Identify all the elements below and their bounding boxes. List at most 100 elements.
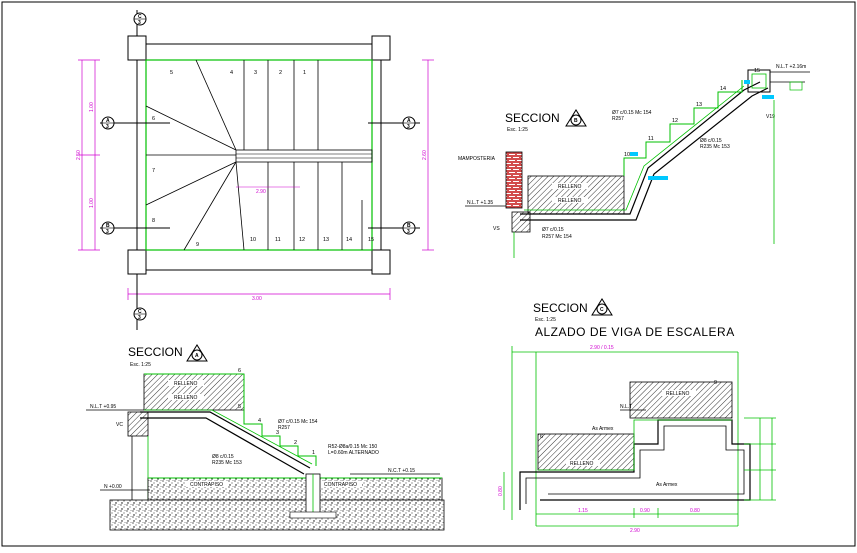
step-number: 11	[275, 237, 281, 243]
stair-slab	[520, 81, 761, 215]
base-beam	[127, 411, 149, 437]
step-number: 11	[648, 136, 654, 142]
central-rail	[235, 149, 373, 163]
dimension-label: 3.00	[252, 296, 262, 302]
step-number: 13	[696, 102, 702, 108]
level-label: N.L.T +1.35	[467, 200, 493, 206]
scale-label: Esc. 1:25	[130, 362, 151, 368]
rebar-label: L=0.60m ALTERNADO	[328, 450, 379, 456]
dimension-label: 0.90	[640, 508, 650, 514]
dimension-label: 2.50	[76, 150, 82, 160]
level-label: N +0.00	[104, 484, 122, 490]
level-label: N.L.T +0.95	[90, 404, 116, 410]
svg-text:B: B	[106, 223, 110, 229]
svg-text:C: C	[138, 14, 142, 20]
column	[371, 35, 391, 61]
fill-label: RELLENO	[570, 461, 593, 467]
fill-block	[527, 175, 625, 215]
section-title: SECCION	[533, 301, 588, 315]
rebar-label: Ø7 c/0.15 Mc 154	[278, 419, 318, 425]
dimension-label: 0.80	[498, 486, 504, 496]
masonry-wall	[505, 151, 523, 209]
rebar-label: R257	[612, 116, 624, 122]
section-b: SECCION B Esc. 1:25 MAMPOSTERIA RELLENO …	[458, 64, 810, 258]
beam-label: VC	[116, 422, 123, 428]
dimension-label: 2.90 / 0.15	[590, 345, 614, 351]
svg-text:C: C	[138, 309, 142, 315]
stair-slab	[140, 411, 311, 469]
drawing-subtitle: ALZADO DE VIGA DE ESCALERA	[535, 325, 735, 339]
beam-label: VS	[493, 226, 500, 232]
section-title: SECCION	[128, 345, 183, 359]
level-label: N.C.T +0.15	[388, 468, 415, 474]
section-marker-icon: B 3	[101, 221, 115, 235]
dimension-label: 1.00	[89, 198, 95, 208]
step-number: 3	[276, 430, 279, 436]
rebar-label: R257 Mc 154	[542, 234, 572, 240]
section-marker-icon: C 3	[133, 12, 147, 26]
scale-label: Esc. 1:25	[535, 317, 556, 323]
svg-text:B: B	[574, 118, 578, 124]
beam-label: V19	[766, 114, 775, 120]
step-number: 4	[230, 70, 233, 76]
rebar-label: Ø8 c/0.15	[700, 138, 722, 144]
svg-text:3: 3	[106, 229, 109, 235]
column	[127, 249, 147, 275]
step-number: 8	[152, 218, 155, 224]
section-marker-icon: A 3	[402, 116, 416, 130]
section-marker-icon: C	[591, 298, 613, 316]
rebar-label: Ø7 c/0.15	[542, 227, 564, 233]
step-number: 10	[250, 237, 256, 243]
section-title: SECCION	[505, 111, 560, 125]
rebar-label: R52-Ø8a/0.15 Mc 150	[328, 444, 377, 450]
section-marker-icon: C 3	[133, 307, 147, 321]
step-number: 10	[624, 152, 630, 158]
svg-text:3: 3	[407, 124, 410, 130]
fill-label: RELLENO	[666, 391, 689, 397]
step-number: 12	[299, 237, 305, 243]
svg-text:3: 3	[138, 315, 141, 321]
section-marker-icon: B 3	[402, 221, 416, 235]
rebar-label: As Armex	[656, 482, 678, 488]
rebar-label: R235 Mc 153	[700, 144, 730, 150]
step-number: 1	[312, 450, 315, 456]
level-label: N.L.T	[620, 404, 632, 410]
dimension-label: 0.80	[690, 508, 700, 514]
ground	[109, 499, 445, 531]
step-number: 5	[170, 70, 173, 76]
svg-text:3: 3	[407, 229, 410, 235]
svg-text:A: A	[195, 353, 199, 359]
scale-label: Esc. 1:25	[507, 127, 528, 133]
wall-top	[145, 43, 373, 61]
step-number: 15	[754, 68, 760, 74]
wall-bottom	[145, 249, 373, 271]
step-number: 2	[279, 70, 282, 76]
step-number: 5	[238, 404, 241, 410]
stair-plan: 5 4 3 2 1 6 7 8 9 10 11 12 13 14 15 2.90…	[76, 10, 434, 330]
step-number: 6	[238, 368, 241, 374]
dimension-label: 2.60	[422, 150, 428, 160]
dimension-label: 2.90	[630, 528, 640, 534]
svg-text:B: B	[407, 223, 411, 229]
step-number: 9	[196, 242, 199, 248]
stair-steps	[623, 80, 743, 176]
stair-steps	[243, 412, 317, 466]
step-number: 14	[346, 237, 352, 243]
rebar-label: R257	[278, 425, 290, 431]
fill-block	[629, 381, 733, 419]
step-number: 12	[672, 118, 678, 124]
rebar-label: Ø8 c/0.15	[212, 454, 234, 460]
fill-block	[143, 373, 245, 411]
column	[127, 35, 147, 61]
rebar-label: As Armex	[592, 426, 614, 432]
step-number: 6	[152, 116, 155, 122]
svg-text:C: C	[600, 307, 604, 313]
step-number: 4	[258, 418, 261, 424]
fill-label: CONTRAPISO	[190, 482, 223, 488]
section-marker-icon: B	[565, 109, 587, 127]
fill-label: RELLENO	[558, 198, 581, 204]
rebar-label: Ø7 c/0.15 Mc 154	[612, 110, 652, 116]
